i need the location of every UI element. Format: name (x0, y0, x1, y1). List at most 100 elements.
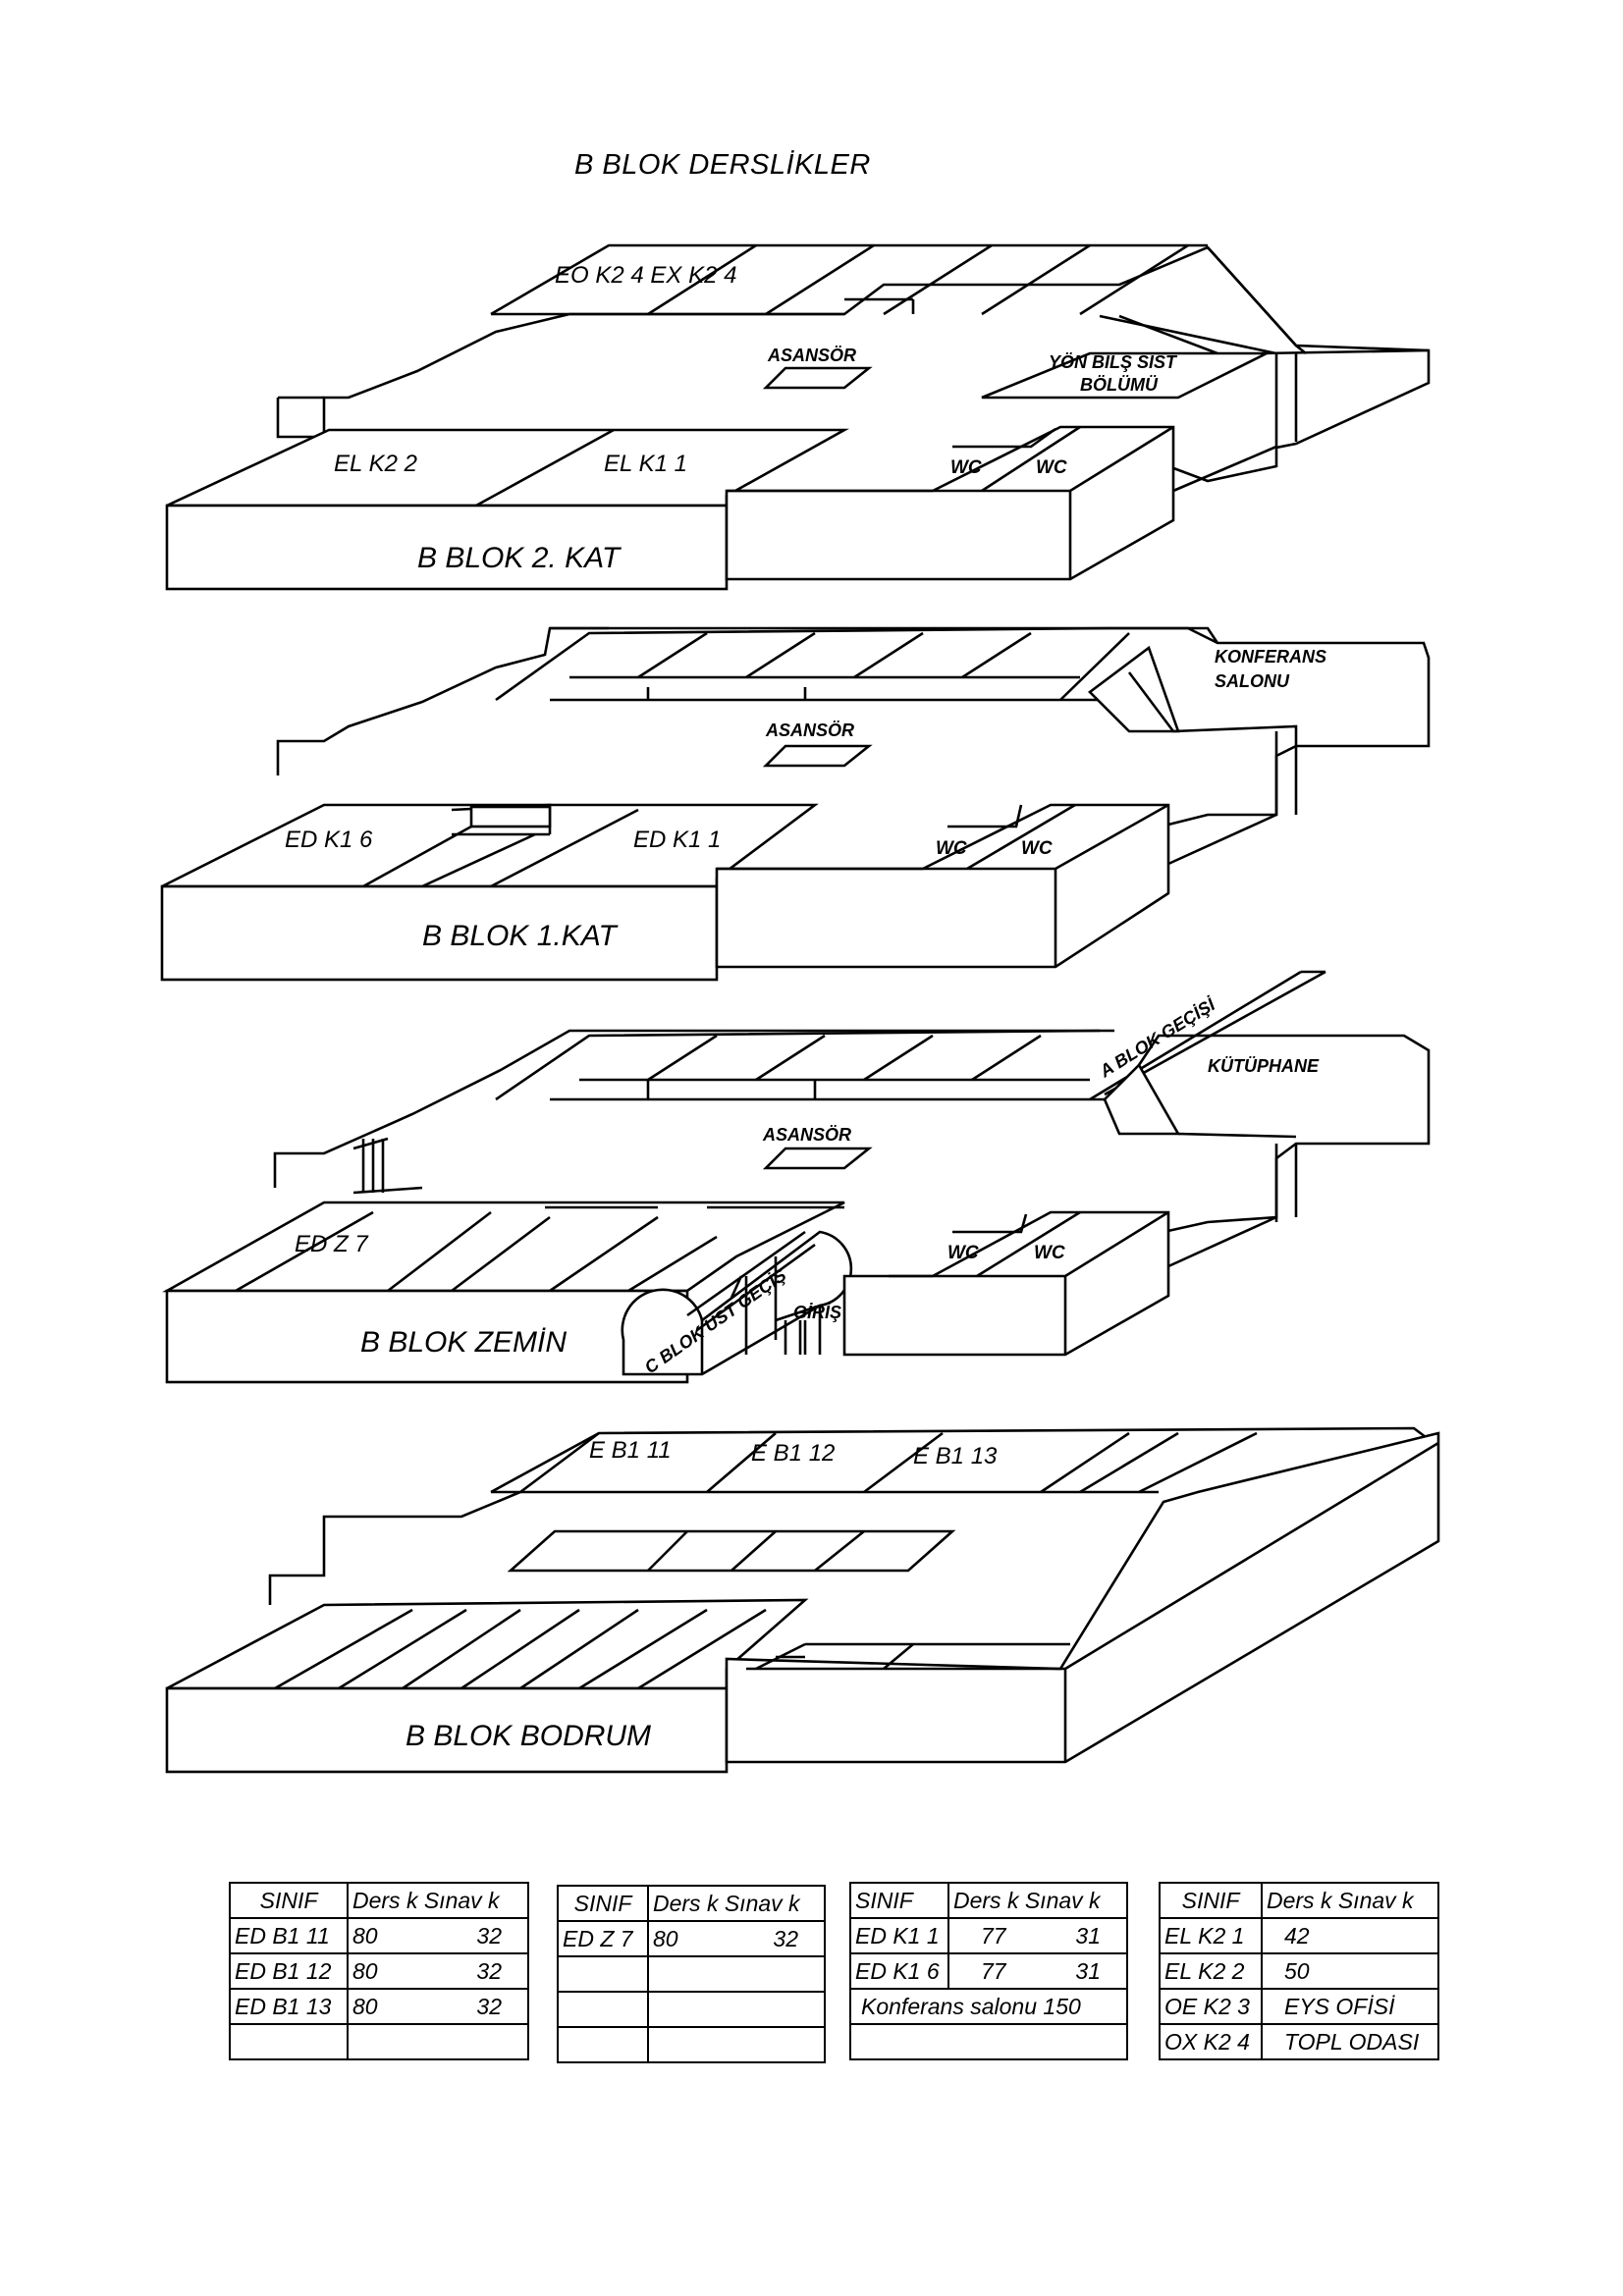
table-row: ED Z 7 80 32 (557, 1920, 826, 1957)
table-cell-value: 42 (1261, 1917, 1439, 1954)
table-row (849, 2023, 1128, 2060)
table-row: ED K1 6 77 31 (849, 1952, 1128, 1990)
table-header-kapasite: Ders k Sınav k (647, 1885, 826, 1922)
label-wc-kat1-1: WC (936, 838, 967, 859)
table-cell-sinif: ED K1 6 (849, 1952, 949, 1990)
table-row (557, 1955, 826, 1993)
label-wc-zemin-1: WC (947, 1243, 979, 1263)
table-header-sinav: Sınav k (423, 1887, 500, 1913)
table-row: OX K2 4 TOPL ODASI (1159, 2023, 1439, 2060)
table-cell-kapasite: 80 32 (647, 1920, 826, 1957)
label-konferans: KONFERANS (1215, 647, 1326, 667)
table-cell-sinav: 32 (476, 1957, 502, 1984)
table-row: ED B1 13 80 32 (229, 1988, 529, 2025)
room-label-ed-k1-1: ED K1 1 (633, 827, 721, 853)
table-header-sinif: SINIF (229, 1882, 349, 1919)
table-cell-sinif: ED B1 12 (229, 1952, 349, 1990)
table-header-row: SINIF Ders k Sınav k (229, 1882, 529, 1919)
table-row (557, 1991, 826, 2028)
label-asansor-zemin: ASANSÖR (762, 1125, 851, 1145)
table-cell-sinif: ED K1 1 (849, 1917, 949, 1954)
floor-plan-kat1 (160, 626, 1431, 982)
capacity-table-kat2: SINIF Ders k Sınav k EL K2 1 42 EL K2 2 … (1159, 1882, 1439, 2060)
table-row: ED B1 12 80 32 (229, 1952, 529, 1990)
floor-plan-kat2 (165, 243, 1431, 591)
table-cell-sinif (557, 1955, 649, 1993)
table-header-sinav: Sınav k (1337, 1887, 1414, 1913)
table-cell-sinif: EL K2 1 (1159, 1917, 1263, 1954)
label-asansor-kat1: ASANSÖR (765, 721, 854, 740)
table-header-ders: Ders k (953, 1887, 1019, 1913)
table-cell-kapasite (347, 2023, 529, 2060)
table-cell-kapasite: 80 32 (347, 1952, 529, 1990)
table-row: EL K2 1 42 (1159, 1917, 1439, 1954)
table-cell-kapasite: 80 32 (347, 1988, 529, 2025)
table-header-row: SINIF Ders k Sınav k (849, 1882, 1128, 1919)
room-label-e-b1-13: E B1 13 (913, 1443, 998, 1469)
table-cell-ders: 80 (352, 1993, 378, 2019)
table-cell-ders: 77 (981, 1957, 1006, 1984)
room-label-e-b1-12: E B1 12 (751, 1440, 835, 1467)
table-cell-value: 50 (1261, 1952, 1439, 1990)
table-header-row: SINIF Ders k Sınav k (1159, 1882, 1439, 1919)
table-cell-ders: 80 (653, 1925, 678, 1951)
table-cell-sinav: 31 (1075, 1922, 1101, 1949)
table-cell-sinif: OX K2 4 (1159, 2023, 1263, 2060)
label-giris: GİRİŞ (793, 1303, 841, 1322)
table-cell-konferans: Konferans salonu 150 (849, 1988, 1128, 2025)
table-row (557, 2026, 826, 2063)
label-wc-zemin-2: WC (1034, 1243, 1065, 1263)
floor-plan-bodrum (165, 1426, 1440, 1774)
table-cell-sinav: 31 (1075, 1957, 1101, 1984)
table-header-ders: Ders k (352, 1887, 418, 1913)
room-label-e-b1-11: E B1 11 (589, 1437, 672, 1464)
table-header-sinav: Sınav k (724, 1890, 800, 1916)
table-header-sinif: SINIF (557, 1885, 649, 1922)
table-header-sinav: Sınav k (1024, 1887, 1101, 1913)
room-label-el-k1-1: EL K1 1 (604, 451, 687, 477)
label-wc-kat2-2: WC (1036, 457, 1067, 478)
table-cell-sinif (557, 1991, 649, 2028)
table-cell-sinif: ED B1 13 (229, 1988, 349, 2025)
table-row (229, 2023, 529, 2060)
room-label-ed-z-7: ED Z 7 (295, 1231, 369, 1257)
floor-plan-zemin (162, 970, 1431, 1384)
table-header-sinif: SINIF (849, 1882, 949, 1919)
table-cell-sinif: OE K2 3 (1159, 1988, 1263, 2025)
table-header-kapasite: Ders k Sınav k (347, 1882, 529, 1919)
label-a-blok-gecisi: A BLOK GEÇİŞİ (1096, 994, 1219, 1082)
table-cell-sinif: ED Z 7 (557, 1920, 649, 1957)
table-header-ders: Ders k (1267, 1887, 1332, 1913)
table-cell-sinav: 32 (476, 1993, 502, 2019)
capacity-table-zemin: SINIF Ders k Sınav k ED Z 7 80 32 (557, 1885, 826, 2063)
table-cell-kapasite (647, 2026, 826, 2063)
label-kutuphane: KÜTÜPHANE (1208, 1056, 1320, 1076)
table-header-kapasite: Ders k Sınav k (1261, 1882, 1439, 1919)
room-label-eo-ex: EO K2 4 EX K2 4 (555, 262, 736, 289)
label-wc-kat1-2: WC (1021, 838, 1053, 859)
table-row: EL K2 2 50 (1159, 1952, 1439, 1990)
table-cell-sinif (557, 2026, 649, 2063)
table-cell-value: TOPL ODASI (1261, 2023, 1439, 2060)
page-title: B BLOK DERSLİKLER (574, 149, 871, 181)
table-cell-kapasite (647, 1955, 826, 1993)
label-wc-kat2-1: WC (950, 457, 982, 478)
table-cell-kapasite: 77 31 (947, 1952, 1128, 1990)
table-cell-ders: 80 (352, 1922, 378, 1949)
label-asansor-kat2: ASANSÖR (767, 346, 856, 365)
floor-label-kat1: B BLOK 1.KAT (422, 920, 620, 952)
table-cell-kapasite (647, 1991, 826, 2028)
table-header-kapasite: Ders k Sınav k (947, 1882, 1128, 1919)
table-cell-sinif: EL K2 2 (1159, 1952, 1263, 1990)
table-cell-ders: 80 (352, 1957, 378, 1984)
table-cell-sinav: 32 (773, 1925, 798, 1951)
table-cell-sinav: 32 (476, 1922, 502, 1949)
room-label-ed-k1-6: ED K1 6 (285, 827, 373, 853)
room-label-el-k2-2: EL K2 2 (334, 451, 417, 477)
table-header-ders: Ders k (653, 1890, 719, 1916)
